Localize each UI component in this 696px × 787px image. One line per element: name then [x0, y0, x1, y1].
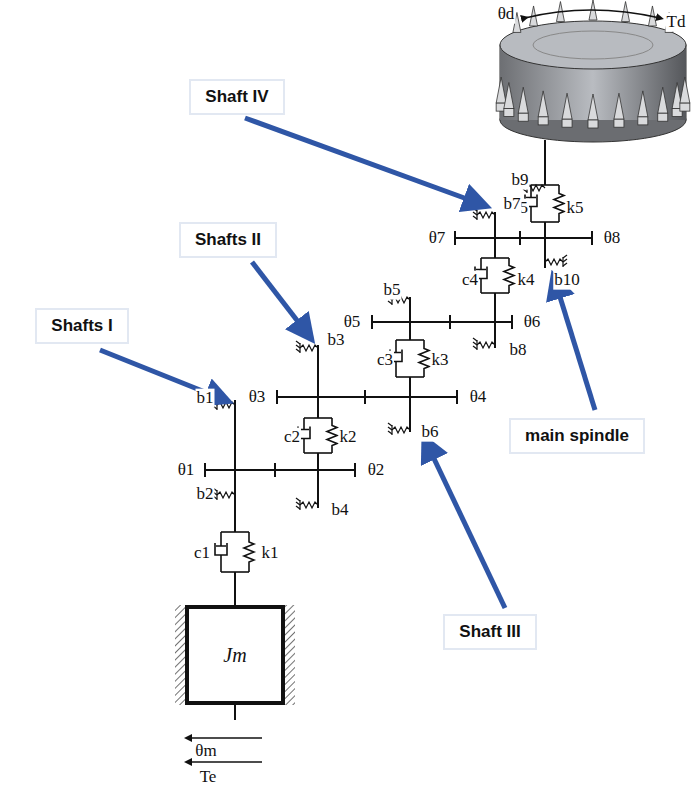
symbol-label: k3	[431, 351, 450, 370]
node-text: Shafts II	[195, 230, 261, 249]
symbol-label: b5	[383, 281, 402, 300]
symbol-label: c2	[283, 428, 301, 447]
symbol-label: b9	[511, 171, 530, 190]
symbol-label: θ8	[603, 229, 622, 248]
symbol-label: θ2	[367, 461, 386, 480]
symbol-label: θ3	[248, 388, 267, 407]
symbol-label: b2	[196, 485, 215, 504]
node-text: Shaft IV	[205, 87, 268, 106]
symbol-label: θ4	[469, 388, 488, 407]
symbol-label: θ6	[523, 313, 542, 332]
callout-box: Shaft III	[443, 614, 536, 650]
symbol-label: b8	[509, 341, 528, 360]
symbol-label: θ7	[428, 229, 447, 248]
node-text: Shaft III	[459, 622, 520, 641]
symbol-label: Te	[199, 768, 218, 787]
symbol-label: c1	[193, 544, 211, 563]
symbol-label: b6	[421, 423, 440, 442]
symbol-label: θm	[194, 742, 217, 761]
symbol-label: k1	[261, 544, 280, 563]
symbol-label: k5	[566, 199, 585, 218]
callout-box: Shaft IV	[189, 79, 284, 115]
symbol-label: c4	[461, 271, 479, 290]
callout-box: Shafts I	[35, 308, 128, 344]
node-text: Shafts I	[51, 316, 112, 335]
symbol-label: b10	[553, 271, 581, 290]
symbol-label: b1	[196, 389, 215, 408]
motor-box: Jm	[185, 605, 285, 705]
symbol-label: θd	[497, 5, 516, 24]
cutter-head	[496, 0, 690, 165]
callout-box: Shafts II	[179, 222, 277, 258]
symbol-label: c3	[376, 351, 394, 370]
node-text: main spindle	[525, 426, 629, 445]
symbol-label: b4	[331, 501, 350, 520]
symbol-label: θ1	[177, 461, 196, 480]
symbol-label: θ5	[343, 313, 362, 332]
symbol-label: b7	[503, 195, 522, 214]
symbol-label: k4	[517, 271, 536, 290]
symbol-label: b3	[327, 331, 346, 350]
symbol-label: Td	[666, 13, 687, 32]
symbol-label: k2	[339, 428, 358, 447]
node-text: Jm	[223, 644, 246, 667]
callout-box: main spindle	[509, 418, 645, 454]
callout-arrows	[100, 118, 595, 608]
